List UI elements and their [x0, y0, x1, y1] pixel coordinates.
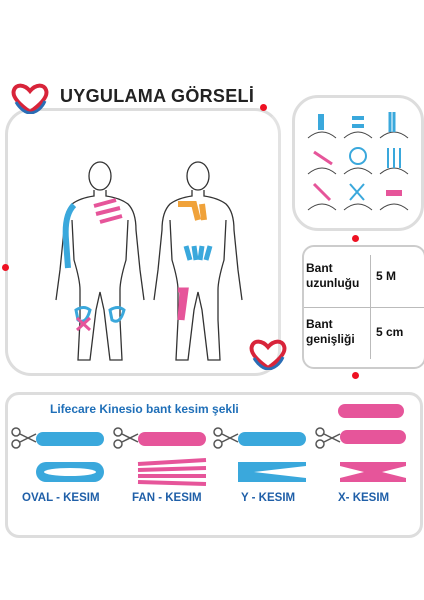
- frame-dot: [2, 264, 9, 271]
- heart-logo-icon: [249, 339, 287, 370]
- length-label: Bant uzunluğu: [306, 261, 360, 290]
- width-label: Bant genişliği: [306, 317, 355, 346]
- cut-frame: [5, 392, 423, 538]
- table-divider: [304, 307, 424, 308]
- frame-dot: [352, 235, 359, 242]
- body-back-illustration: [153, 161, 243, 361]
- main-frame: [5, 108, 281, 376]
- frame-dot: [260, 104, 267, 111]
- frame-dot: [352, 372, 359, 379]
- y-cut-label: Y - KESIM: [241, 492, 296, 504]
- cut-caption: Lifecare Kinesio bant kesim şekli: [50, 402, 239, 416]
- body-front-illustration: [55, 161, 145, 361]
- length-value: 5 M: [376, 269, 397, 283]
- gallery-frame: [292, 95, 424, 231]
- fan-cut-label: FAN - KESIM: [132, 492, 202, 504]
- cut-diagrams: [11, 404, 406, 486]
- application-gallery: [307, 112, 409, 211]
- x-cut-label: X- KESIM: [338, 492, 390, 504]
- heart-logo-icon: [11, 83, 49, 114]
- oval-cut-label: OVAL - KESIM: [22, 492, 100, 504]
- width-value: 5 cm: [376, 325, 404, 339]
- page-title: UYGULAMA GÖRSELİ: [60, 86, 255, 106]
- spec-table: Bant uzunluğu 5 M Bant genişliği 5 cm: [302, 245, 424, 369]
